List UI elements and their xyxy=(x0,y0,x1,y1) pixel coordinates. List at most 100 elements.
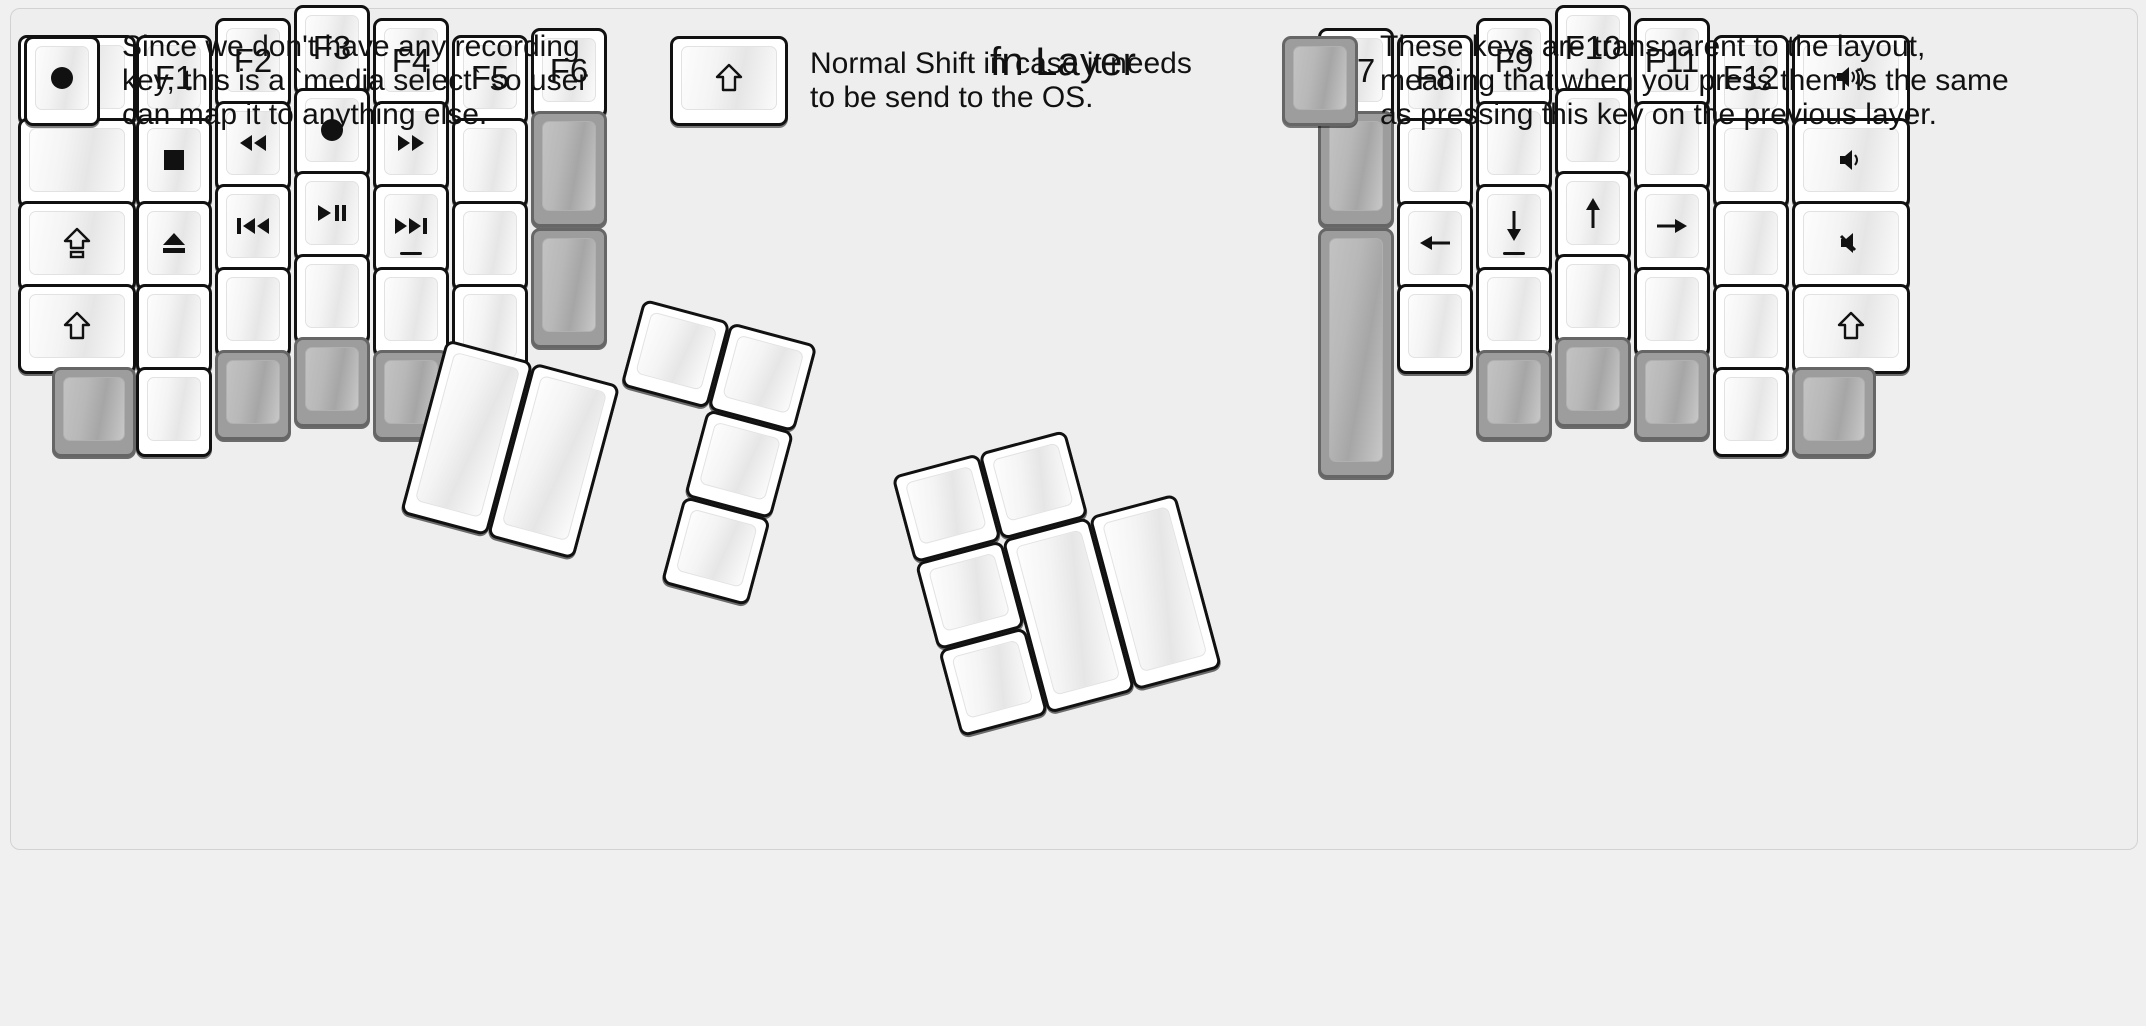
key-capslock[interactable] xyxy=(18,201,136,291)
keycap-surface: F10 xyxy=(1565,15,1621,79)
key-media-rewind[interactable] xyxy=(215,101,291,191)
key-blank-6[interactable] xyxy=(294,254,370,344)
volume-up-icon xyxy=(1834,64,1868,90)
key-blank-17[interactable] xyxy=(1634,101,1710,191)
keycap-surface xyxy=(384,194,438,258)
key-transparent-7[interactable] xyxy=(1318,111,1394,227)
key-shift-right[interactable] xyxy=(1792,284,1910,374)
key-label: F2 xyxy=(233,41,273,79)
key-f5[interactable]: F5 xyxy=(452,35,528,125)
key-label: F4 xyxy=(391,41,431,79)
key-f3[interactable]: F3 xyxy=(294,5,370,95)
key-label: F6 xyxy=(549,51,589,89)
key-media-play-pause[interactable] xyxy=(294,171,370,261)
keycap-surface xyxy=(1645,360,1699,424)
key-shift[interactable] xyxy=(18,284,136,374)
legend-item-record: Since we don't have any recording key, t… xyxy=(24,0,588,162)
key-blank-2[interactable] xyxy=(18,118,136,208)
key-transparent-9[interactable] xyxy=(1476,350,1552,440)
key-blank-20[interactable] xyxy=(1713,201,1789,291)
key-blank-22[interactable] xyxy=(1713,367,1789,457)
key-media-record[interactable] xyxy=(294,88,370,178)
key-arrow-right[interactable] xyxy=(1634,184,1710,274)
keycap-surface xyxy=(1803,294,1899,358)
key-mute[interactable] xyxy=(1792,201,1910,291)
key-transparent-12[interactable] xyxy=(1792,367,1876,457)
key-blank-13[interactable] xyxy=(1476,101,1552,191)
key-f4[interactable]: F4 xyxy=(373,18,449,108)
keycap-surface xyxy=(463,128,517,192)
legend-item-transparent: These keys are transparent to the layout… xyxy=(1282,0,2009,162)
keycap-surface xyxy=(1408,211,1462,275)
key-blank-4[interactable] xyxy=(136,367,212,457)
keycap-surface xyxy=(29,128,125,192)
key-volume-down[interactable] xyxy=(1792,118,1910,208)
key-f2[interactable]: F2 xyxy=(215,18,291,108)
key-blank-5[interactable] xyxy=(215,267,291,357)
keycap-surface: F1 xyxy=(147,45,201,109)
keycap-surface xyxy=(1329,121,1383,211)
key-transparent-2[interactable] xyxy=(215,350,291,440)
keycap-surface xyxy=(226,277,280,341)
keycap-surface xyxy=(29,294,125,358)
key-label: F1 xyxy=(154,58,194,96)
keycap-surface xyxy=(904,465,987,546)
key-f11[interactable]: F11 xyxy=(1634,18,1710,108)
key-blank-11[interactable] xyxy=(1397,118,1473,208)
keycap-surface xyxy=(1645,111,1699,175)
keycap-surface: F11 xyxy=(1645,28,1699,92)
key-f10[interactable]: F10 xyxy=(1555,5,1631,95)
key-blank-3[interactable] xyxy=(136,284,212,374)
key-transparent-5[interactable] xyxy=(531,111,607,227)
key-media-next-track[interactable] xyxy=(373,184,449,274)
rewind-icon xyxy=(237,133,269,153)
stop-icon xyxy=(163,149,185,171)
legend-record-key xyxy=(24,36,100,126)
key-volume-up[interactable] xyxy=(1792,35,1910,125)
key-transparent-8[interactable] xyxy=(1318,228,1394,478)
key-media-stop[interactable] xyxy=(136,118,212,208)
key-blank-14[interactable] xyxy=(1476,267,1552,357)
keycap-surface xyxy=(384,111,438,175)
key-blank-21[interactable] xyxy=(1713,284,1789,374)
key-f12[interactable]: F12 xyxy=(1713,35,1789,125)
key-f9[interactable]: F9 xyxy=(1476,18,1552,108)
keycap-surface xyxy=(698,421,782,501)
key-blank-19[interactable] xyxy=(1713,118,1789,208)
key-f8[interactable]: F8 xyxy=(1397,35,1473,125)
key-transparent-10[interactable] xyxy=(1555,337,1631,427)
key-label: F9 xyxy=(1494,41,1534,79)
legend-text-record: Since we don't have any recording key, t… xyxy=(122,30,589,131)
key-blank-16[interactable] xyxy=(1555,254,1631,344)
keycap-surface xyxy=(1566,98,1620,162)
key-transparent-6[interactable] xyxy=(531,228,607,348)
key-transparent-1[interactable] xyxy=(52,367,136,457)
key-blank-18[interactable] xyxy=(1634,267,1710,357)
key-transparent-11[interactable] xyxy=(1634,350,1710,440)
keycap-surface xyxy=(542,238,596,332)
key-media-fast-forward[interactable] xyxy=(373,101,449,191)
key-blank-15[interactable] xyxy=(1555,88,1631,178)
key-arrow-left[interactable] xyxy=(1397,201,1473,291)
key-media-eject[interactable] xyxy=(136,201,212,291)
keycap-surface xyxy=(305,264,359,328)
key-arrow-up[interactable] xyxy=(1555,171,1631,261)
key-media-prev-track[interactable] xyxy=(215,184,291,274)
key-transparent-3[interactable] xyxy=(294,337,370,427)
key-blank-9[interactable] xyxy=(452,201,528,291)
key-blank-7[interactable] xyxy=(373,267,449,357)
keycap-surface xyxy=(951,639,1034,719)
key-blank-12[interactable] xyxy=(1397,284,1473,374)
keycap-surface xyxy=(1566,181,1620,245)
keycap-surface xyxy=(29,211,125,275)
key-blank-8[interactable] xyxy=(452,118,528,208)
key-arrow-down[interactable] xyxy=(1476,184,1552,274)
keycap-surface xyxy=(1487,194,1541,258)
eject-icon xyxy=(161,230,187,256)
page-title: fn Layer xyxy=(990,40,1137,84)
shift-arrow-icon xyxy=(715,63,743,93)
keycap-surface xyxy=(1724,294,1778,358)
arrow-right-icon xyxy=(1655,215,1689,237)
key-f1[interactable]: F1 xyxy=(136,35,212,125)
keycap-surface: F4 xyxy=(384,28,438,92)
